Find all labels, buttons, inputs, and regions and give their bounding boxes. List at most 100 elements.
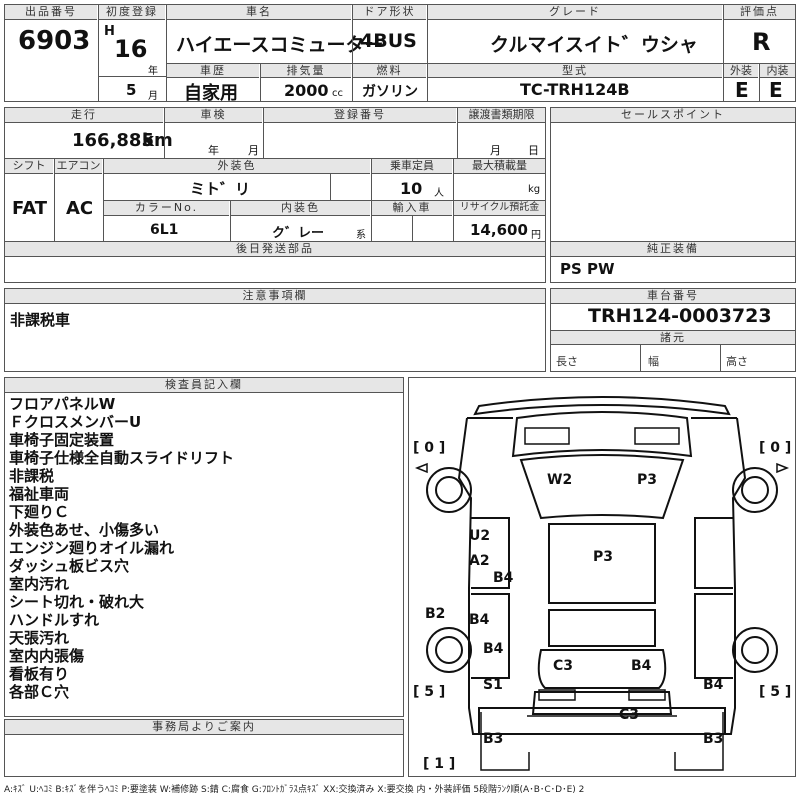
mark-c3-bumper: C3 (619, 707, 640, 723)
history-value: 自家用 (184, 83, 238, 104)
color-label: 外装色 (104, 159, 370, 174)
era: H (104, 24, 115, 39)
mark-b4-rear-right: B4 (631, 658, 652, 674)
score-value: R (752, 28, 771, 56)
inspector-note-line: 室内汚れ (9, 575, 70, 593)
width-label: 幅 (648, 355, 659, 368)
mark-w2: W2 (547, 472, 573, 488)
model-label: 型式 (428, 64, 722, 78)
mark-b3-right: B3 (703, 731, 724, 747)
inspector-note-line: 車椅子仕様全自動スライドリフト (9, 449, 235, 467)
equip-label: 純正装備 (551, 242, 795, 257)
caution-label: 注意事項欄 (5, 289, 545, 304)
lot-number: 6903 (18, 26, 91, 56)
import-label: 輸入車 (372, 201, 452, 216)
later-parts-label: 後日発送部品 (5, 242, 545, 257)
length-label: 長さ (556, 355, 578, 368)
intcolor-label: 内装色 (231, 201, 370, 216)
inspector-note-line: ＦクロスメンバーU (9, 413, 142, 431)
ac-label: エアコン (55, 159, 102, 174)
tire-fl-score: [ 0 ] (413, 440, 446, 456)
spare-score: [ 1 ] (423, 756, 456, 772)
shift-value: FAT (12, 198, 48, 219)
score-label: 評価点 (724, 5, 795, 20)
inspector-note-line: 車椅子固定装置 (9, 431, 115, 449)
spec-label: 諸元 (551, 331, 795, 345)
recycle-unit: 円 (531, 230, 541, 241)
transfer-day-unit: 日 (528, 144, 539, 157)
intcolor-value: ク゛レー (272, 226, 325, 241)
year-unit: 年 (148, 66, 158, 77)
load-unit: kg (528, 184, 541, 195)
color-value: ミト゛リ (190, 180, 251, 198)
mark-s1: S1 (483, 677, 503, 693)
fuel-value: ガソリン (362, 84, 418, 100)
inspector-note-line: 各部Ｃ穴 (9, 683, 70, 701)
office-label: 事務局よりご案内 (5, 720, 403, 735)
inspection-month-unit: 月 (248, 144, 259, 157)
mark-b4-left-upper: B4 (493, 570, 514, 586)
month-unit: 月 (148, 91, 158, 102)
displacement-value: 2000 (284, 81, 329, 100)
history-label: 車歴 (167, 64, 259, 78)
equip-value: PS PW (560, 260, 615, 278)
mileage-label: 走行 (5, 108, 163, 123)
caution-value: 非課税車 (10, 311, 71, 329)
doors-label: ドア形状 (353, 5, 426, 20)
recycle-label: リサイクル預託金 (454, 201, 545, 216)
reg-label: 登録番号 (264, 108, 456, 123)
shift-label: シフト (5, 159, 53, 174)
model-value: TC-TRH124B (520, 80, 630, 99)
mark-b4-left-mid: B4 (469, 612, 490, 628)
inspector-note-line: 下廻りＣ (9, 503, 70, 521)
mark-p3-roof: P3 (593, 549, 614, 565)
doors-value: 4BUS (360, 30, 417, 52)
mark-u2: U2 (469, 528, 491, 544)
displacement-unit: cc (332, 88, 343, 99)
grade-label: グレード (428, 5, 722, 20)
tire-rl-score: [ 5 ] (413, 684, 446, 700)
inspector-note-line: エンジン廻りオイル漏れ (9, 539, 175, 557)
mark-b3-left: B3 (483, 731, 504, 747)
mark-b2: B2 (425, 606, 446, 622)
recycle-value: 14,600 (470, 221, 528, 239)
inspector-note-line: 福祉車両 (9, 485, 70, 503)
inspector-note-line: ダッシュ板ビス穴 (9, 557, 130, 575)
lot-label: 出品番号 (5, 5, 97, 20)
height-label: 高さ (726, 355, 748, 368)
month: 5 (126, 81, 137, 99)
mark-c3-rear-window: C3 (553, 658, 574, 674)
interior-value: E (769, 78, 783, 102)
inspection-label: 車検 (165, 108, 262, 123)
inspector-note-line: 外装色あせ、小傷多い (9, 521, 160, 539)
intcolor-unit: 系 (356, 230, 366, 241)
mark-a2: A2 (469, 553, 490, 569)
colorno-value: 6L1 (150, 222, 179, 238)
inspector-label: 検査員記入欄 (5, 378, 403, 393)
inspector-block (4, 377, 404, 717)
colorno-label: カラーNo. (104, 201, 229, 216)
transfer-month-unit: 月 (490, 144, 501, 157)
mark-b4-right-low: B4 (703, 677, 724, 693)
car-name: ハイエースコミューター (176, 34, 384, 56)
interior-label: 内装 (760, 64, 795, 78)
fuel-label: 燃料 (353, 64, 426, 78)
year: 16 (114, 35, 148, 63)
car-name-label: 車名 (167, 5, 351, 20)
inspector-note-line: 天張汚れ (9, 629, 70, 647)
inspection-year-unit: 年 (208, 144, 219, 157)
exterior-label: 外装 (724, 64, 758, 78)
tire-rr-score: [ 5 ] (759, 684, 792, 700)
inspector-note-line: シート切れ・破れ大 (9, 593, 145, 611)
load-label: 最大積載量 (454, 159, 545, 174)
grade-value: クルマイスイト゛ウシャ (490, 34, 698, 56)
mileage-unit: km (142, 130, 173, 151)
displacement-label: 排気量 (261, 64, 351, 78)
inspector-note-line: 看板有り (9, 665, 70, 683)
inspector-note-line: 室内内張傷 (9, 647, 85, 665)
mark-b4-left-low: B4 (483, 641, 504, 657)
inspector-note-line: フロアパネルW (9, 395, 116, 413)
legend: A:ｷｽﾞ U:ﾍｺﾐ B:ｷｽﾞを伴うﾍｺﾐ P:要塗装 W:補修跡 S:錆 … (4, 785, 585, 795)
transfer-label: 譲渡書類期限 (458, 108, 545, 123)
